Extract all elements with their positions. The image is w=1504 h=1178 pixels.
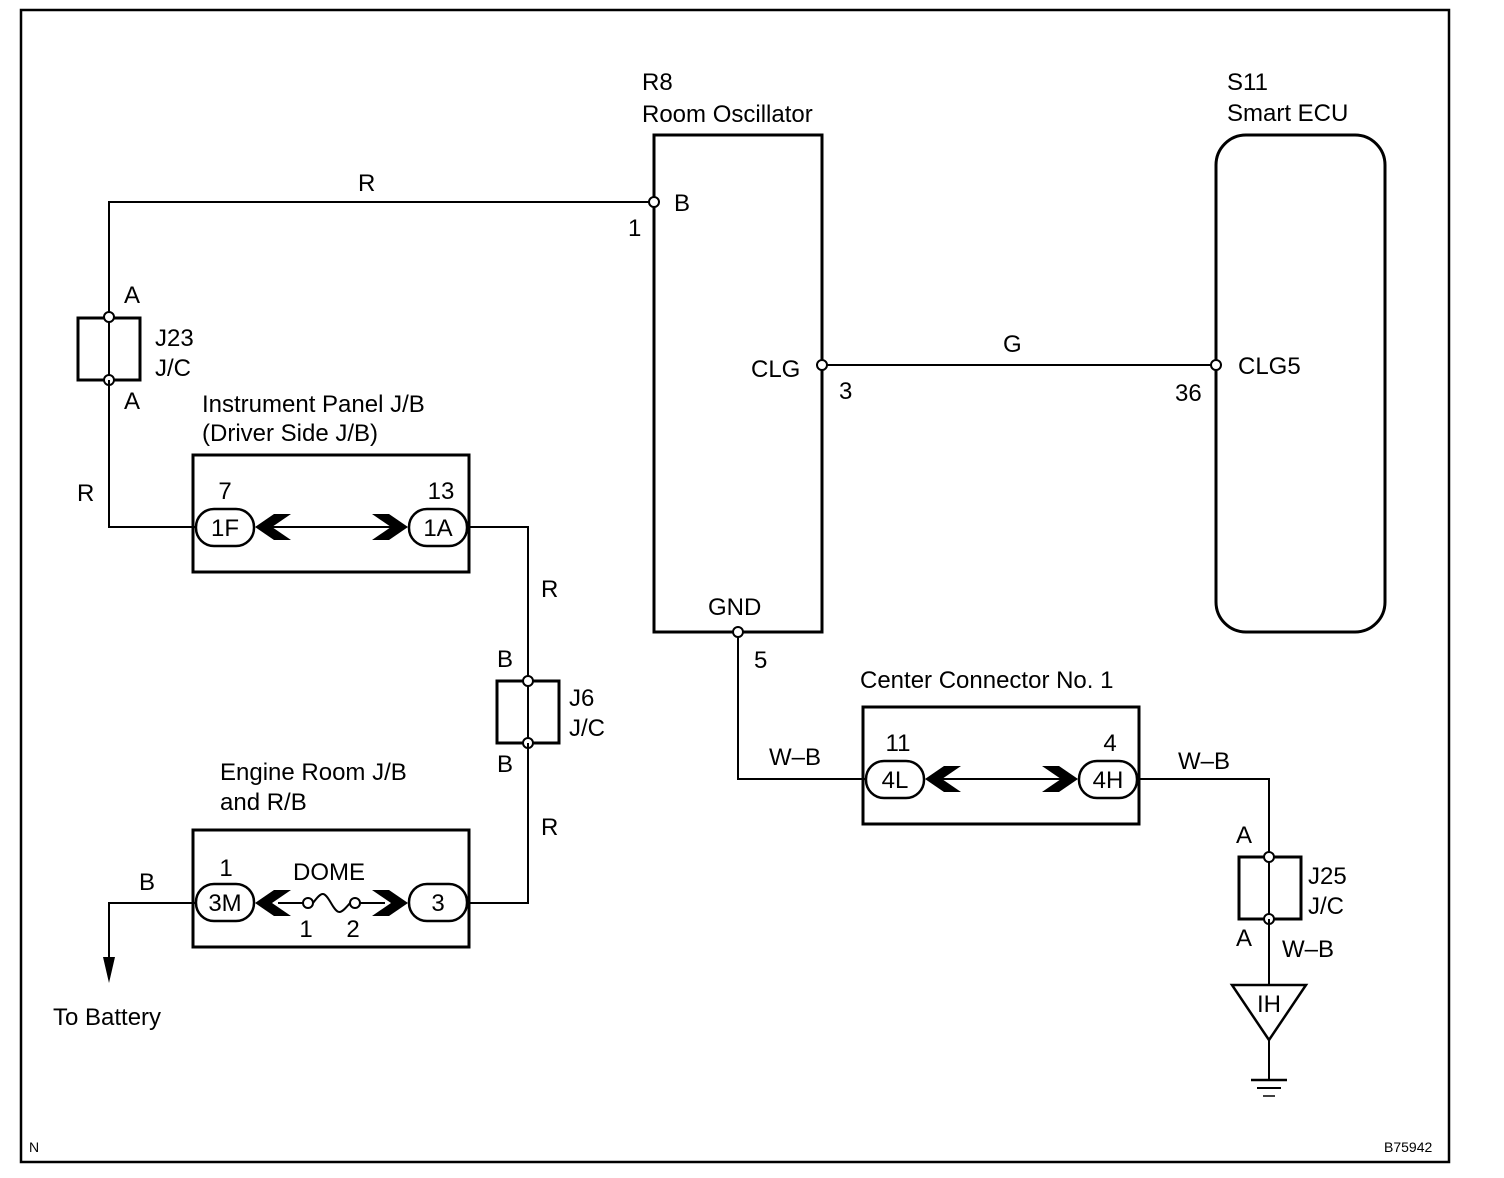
osc-pin-gnd-dot bbox=[732, 626, 744, 638]
osc-pin-b-label: B bbox=[674, 190, 690, 217]
connector-3 bbox=[407, 882, 469, 923]
center-connector-box bbox=[861, 705, 1141, 826]
j6-junction: B B J6 J/C bbox=[495, 646, 605, 778]
j23-type: J/C bbox=[155, 355, 191, 382]
osc-pin-b-dot bbox=[648, 196, 660, 208]
fuse-terminal-2 bbox=[349, 897, 361, 909]
j23-junction: A A J23 J/C bbox=[76, 282, 194, 415]
ip-jb-box bbox=[191, 453, 471, 574]
connector-1f-code: 1F bbox=[211, 515, 239, 542]
wire-green-label: G bbox=[1003, 331, 1022, 358]
wire-wb-left-label: W–B bbox=[769, 744, 821, 771]
j23-term-bottom: A bbox=[124, 388, 140, 415]
battery-label: To Battery bbox=[53, 1004, 161, 1031]
wire-battery: B To Battery bbox=[53, 869, 196, 1031]
connector-1f-pin: 7 bbox=[218, 478, 231, 505]
osc-pin-clg-label: CLG bbox=[751, 356, 800, 383]
j23-term-top: A bbox=[124, 282, 140, 309]
connector-1a-pin: 13 bbox=[428, 478, 455, 505]
connector-4l bbox=[864, 759, 926, 800]
room-oscillator-id: R8 bbox=[642, 69, 673, 96]
engine-room-jb: Engine Room J/B and R/B 3M 1 3 DOME 1 2 bbox=[191, 759, 471, 949]
arrow-left-icon bbox=[255, 514, 291, 540]
j6-term-top: B bbox=[497, 646, 513, 673]
er-jb-title: Engine Room J/B bbox=[220, 759, 407, 786]
ground-code: IH bbox=[1257, 991, 1281, 1018]
connector-1f bbox=[194, 507, 256, 548]
j25-type: J/C bbox=[1308, 893, 1344, 920]
ecu-pin-clg5-label: CLG5 bbox=[1238, 353, 1301, 380]
connector-3m-pin: 1 bbox=[219, 855, 232, 882]
wire-wb-right-label: W–B bbox=[1178, 748, 1230, 775]
wire-left-r: R bbox=[77, 380, 196, 528]
corner-label: N bbox=[29, 1139, 39, 1155]
wire-right-r-upper-label: R bbox=[541, 576, 558, 603]
figure-code: B75942 bbox=[1384, 1139, 1432, 1155]
osc-pin-gnd-number: 5 bbox=[754, 647, 767, 674]
connector-4h-pin: 4 bbox=[1103, 730, 1116, 757]
wire-right-r-lower-label: R bbox=[541, 814, 558, 841]
osc-pin-gnd-label: GND bbox=[708, 594, 761, 621]
arrow-right-icon bbox=[372, 514, 408, 540]
ecu-pin-clg5-number: 36 bbox=[1175, 380, 1202, 407]
connector-3m-code: 3M bbox=[208, 890, 241, 917]
connector-4l-pin: 11 bbox=[886, 730, 911, 757]
fuse-icon bbox=[312, 893, 351, 913]
er-jb-subtitle: and R/B bbox=[220, 789, 307, 816]
j6-type: J/C bbox=[569, 715, 605, 742]
fuse-terminal-1 bbox=[302, 897, 314, 909]
j25-id: J25 bbox=[1308, 863, 1347, 890]
arrow-right-icon bbox=[1042, 766, 1078, 792]
ip-jb-subtitle: (Driver Side J/B) bbox=[202, 420, 378, 447]
connector-3-code: 3 bbox=[431, 890, 444, 917]
ip-jb-title: Instrument Panel J/B bbox=[202, 391, 425, 418]
room-oscillator-name: Room Oscillator bbox=[642, 101, 813, 128]
wire-battery-label: B bbox=[139, 869, 155, 896]
fuse-pin-2: 2 bbox=[346, 916, 359, 943]
arrow-left-icon bbox=[925, 766, 961, 792]
wire-top-r: R B 1 bbox=[108, 170, 690, 317]
j25-junction: A A J25 J/C bbox=[1236, 822, 1347, 952]
j6-term-bottom: B bbox=[497, 751, 513, 778]
j23-id: J23 bbox=[155, 325, 194, 352]
ground-symbol-icon bbox=[1251, 1078, 1287, 1097]
wire-wb-right: W–B bbox=[1137, 748, 1270, 857]
fuse-name: DOME bbox=[293, 859, 365, 886]
arrow-right-icon bbox=[372, 890, 408, 916]
wire-top-r-label: R bbox=[358, 170, 375, 197]
instrument-panel-jb: Instrument Panel J/B (Driver Side J/B) 1… bbox=[191, 391, 471, 574]
osc-pin-b-number: 1 bbox=[628, 215, 641, 242]
battery-arrow-icon bbox=[103, 957, 115, 983]
wire-left-r-label: R bbox=[77, 480, 94, 507]
wire-ground: W–B IH bbox=[1229, 919, 1334, 1097]
smart-ecu-id: S11 bbox=[1227, 69, 1268, 96]
ecu-pin-clg5-dot bbox=[1210, 359, 1222, 371]
connector-1a-code: 1A bbox=[423, 515, 452, 542]
osc-pin-clg-number: 3 bbox=[839, 378, 852, 405]
wire-right-r-lower: R bbox=[467, 743, 558, 904]
wire-wb-ground-label: W–B bbox=[1282, 936, 1334, 963]
j6-id: J6 bbox=[569, 685, 594, 712]
j25-term-top: A bbox=[1236, 822, 1252, 849]
osc-pin-clg-dot bbox=[816, 359, 828, 371]
smart-ecu: S11 Smart ECU bbox=[1214, 69, 1387, 634]
diagram-frame bbox=[19, 8, 1451, 1164]
arrow-left-icon bbox=[255, 890, 291, 916]
wire-gnd: GND 5 W–B bbox=[708, 594, 866, 780]
room-oscillator: R8 Room Oscillator bbox=[642, 69, 824, 634]
er-jb-box bbox=[191, 828, 471, 949]
connector-4l-code: 4L bbox=[882, 767, 909, 794]
smart-ecu-name: Smart ECU bbox=[1227, 100, 1348, 127]
center-connector-name: Center Connector No. 1 bbox=[860, 667, 1113, 694]
smart-ecu-box bbox=[1214, 133, 1387, 634]
wire-right-r-upper: R bbox=[467, 526, 558, 681]
center-connector: Center Connector No. 1 4L 11 4H 4 bbox=[860, 667, 1141, 826]
ground-point-icon bbox=[1229, 983, 1309, 1043]
j25-term-bottom: A bbox=[1236, 925, 1252, 952]
wire-green: G CLG 3 CLG5 36 bbox=[751, 331, 1301, 407]
fuse-pin-1: 1 bbox=[299, 916, 312, 943]
connector-4h-code: 4H bbox=[1093, 767, 1124, 794]
